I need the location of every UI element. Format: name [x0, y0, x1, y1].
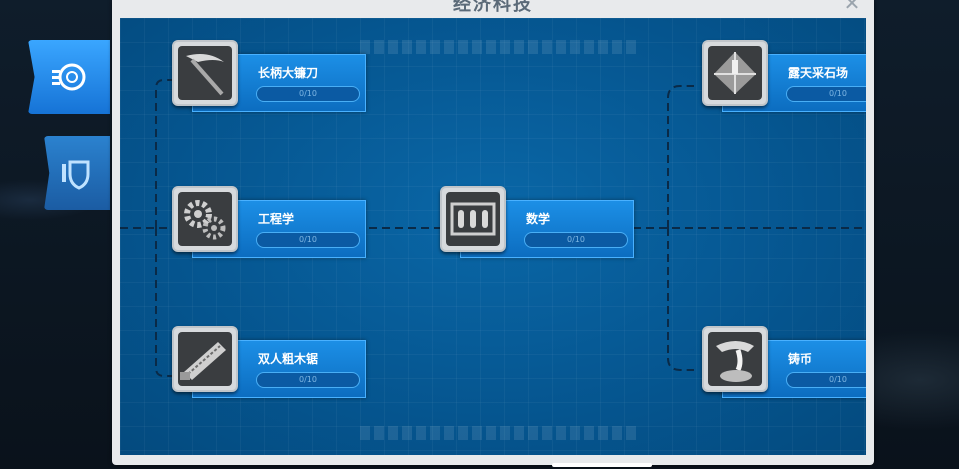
tech-name: 露天采石场 — [788, 66, 849, 80]
tech-progress-bar: 0/10 — [786, 86, 866, 102]
tab-economy-tech[interactable] — [28, 40, 110, 114]
tech-node-coinage[interactable]: 铸币 0/10 — [702, 326, 866, 398]
tab-military-tech[interactable] — [44, 136, 110, 210]
tech-node-two-man-saw[interactable]: 双人粗木锯 0/10 — [172, 326, 372, 398]
tech-icon-frame — [702, 326, 768, 392]
tech-progress-bar: 0/10 — [256, 372, 360, 388]
tech-icon-frame — [440, 186, 506, 252]
progress-text: 0/10 — [829, 375, 847, 384]
shield-icon — [62, 160, 90, 190]
progress-text: 0/10 — [299, 89, 317, 98]
economy-coin-icon — [52, 63, 86, 91]
progress-text: 0/10 — [299, 235, 317, 244]
tech-name: 工程学 — [258, 212, 295, 226]
gears-icon — [184, 200, 226, 240]
progress-text: 0/10 — [829, 89, 847, 98]
tech-name: 数学 — [526, 212, 551, 226]
decorative-border-top — [360, 40, 640, 54]
tech-connector-lines — [120, 79, 866, 377]
tech-node-quarrying[interactable]: 露天采石场 0/10 — [702, 40, 866, 112]
molten-metal-icon — [716, 341, 754, 382]
tech-progress-bar: 0/10 — [256, 232, 360, 248]
close-button[interactable]: ✕ — [843, 0, 861, 15]
tech-progress-bar: 0/10 — [786, 372, 866, 388]
tech-tree-area: 长柄大镰刀 0/10 工程学 0/10 — [120, 18, 866, 455]
tech-name: 双人粗木锯 — [258, 352, 319, 366]
tech-node-math[interactable]: 数学 0/10 — [440, 186, 640, 258]
quarry-icon — [714, 52, 756, 94]
panel-title: 经济科技 — [453, 0, 533, 15]
tech-icon-frame — [172, 186, 238, 252]
bottom-handle — [552, 463, 652, 467]
progress-text: 0/10 — [567, 235, 585, 244]
progress-text: 0/10 — [299, 375, 317, 384]
tech-icon-frame — [172, 326, 238, 392]
tech-node-scythe[interactable]: 长柄大镰刀 0/10 — [172, 40, 372, 112]
decorative-border-bottom — [360, 426, 640, 440]
abacus-icon — [450, 202, 496, 236]
saw-icon — [180, 342, 226, 380]
tech-name: 铸币 — [788, 352, 813, 366]
tech-panel: 经济科技 ✕ 长柄大镰刀 0/10 — [112, 0, 874, 467]
tech-icon-frame — [702, 40, 768, 106]
tech-progress-bar: 0/10 — [256, 86, 360, 102]
tech-node-engineering[interactable]: 工程学 0/10 — [172, 186, 372, 258]
scythe-icon — [186, 54, 224, 96]
tech-progress-bar: 0/10 — [524, 232, 628, 248]
tech-icon-frame — [172, 40, 238, 106]
tech-name: 长柄大镰刀 — [258, 66, 319, 80]
